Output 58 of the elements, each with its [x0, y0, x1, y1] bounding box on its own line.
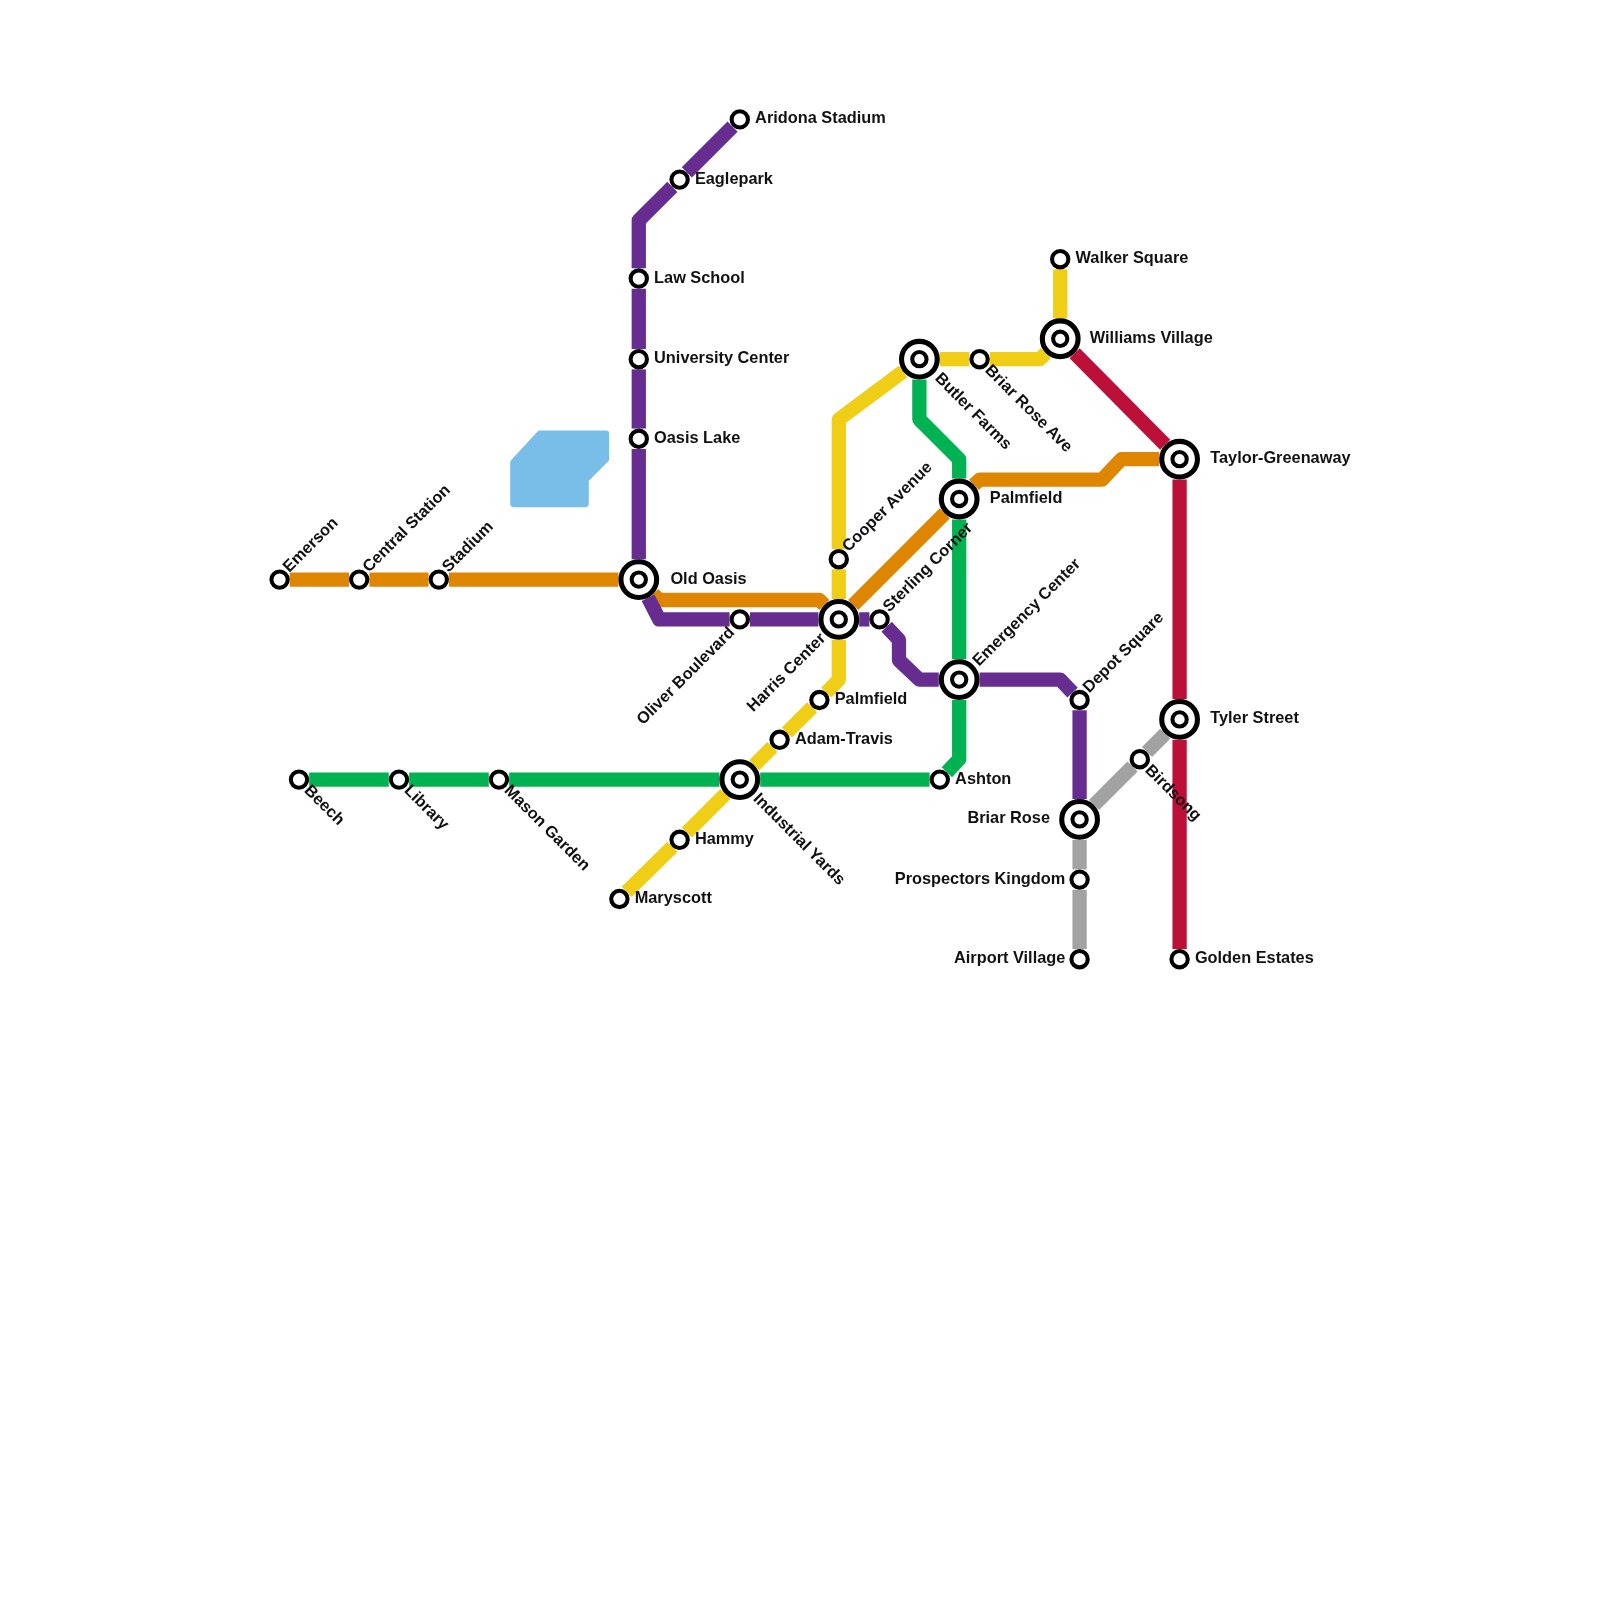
transit-line-segment [641, 594, 730, 627]
transit-line-segment [681, 121, 738, 178]
transit-line-segment [681, 788, 731, 838]
transit-line-segment [631, 181, 678, 269]
transit-line-segment [1172, 479, 1187, 699]
station-name: Briar Rose [967, 808, 1050, 829]
transit-line-segment [1072, 710, 1087, 799]
transit-line-segment [1088, 761, 1138, 811]
station-name: Law School [654, 267, 745, 288]
station-name: Golden Estates [1194, 948, 1314, 969]
transit-line-segment [509, 772, 720, 787]
transit-line-segment [848, 508, 950, 611]
transit-line-segment [631, 369, 646, 429]
station-name: Airport Village [954, 948, 1066, 969]
transit-line-segment [979, 672, 1078, 698]
station-name: Oasis Lake [654, 427, 741, 448]
transit-line-segment [750, 612, 819, 627]
station-name: University Center [654, 348, 790, 369]
station-name: Prospectors Kingdom [894, 868, 1066, 889]
station-name: Hammy [694, 829, 754, 847]
transit-line-segment [1072, 839, 1087, 870]
transit-line-segment [449, 572, 619, 587]
transit-line-segment [1172, 739, 1187, 949]
station-name: Palmfield [834, 688, 908, 710]
station-name: Tyler Street [1210, 708, 1299, 729]
transit-line-segment [1072, 889, 1087, 949]
transit-line-segment [409, 772, 489, 787]
transit-line-segment [831, 569, 846, 599]
transit-line-segment [859, 612, 870, 627]
transit-line-segment [369, 572, 429, 587]
transit-line-segment [289, 572, 349, 587]
transit-line-segment [1142, 728, 1171, 757]
station-name: Walker Square [1075, 248, 1189, 269]
transit-line-segment [831, 365, 908, 549]
transit-line-segment [760, 772, 930, 787]
transit-line-segment [941, 700, 967, 778]
station-name: Old Oasis [670, 568, 747, 589]
transit-line-segment [1069, 348, 1171, 450]
transit-line-segment [881, 621, 939, 687]
transit-line-segment [1053, 269, 1068, 319]
transit-line-segment [912, 379, 967, 479]
transit-line-segment [939, 352, 970, 367]
transit-line-segment [821, 639, 846, 698]
station-name: Adam-Travis [794, 728, 893, 749]
transit-line-segment [309, 772, 389, 787]
station-name: Palmfield [989, 487, 1063, 509]
station-name: Eaglepark [694, 168, 773, 189]
transit-line-segment [631, 449, 646, 560]
station-name: Taylor-Greenaway [1210, 448, 1351, 469]
transit-line-segment [989, 348, 1051, 367]
transit-line-segment [631, 288, 646, 349]
transit-line-segment [749, 742, 778, 771]
station-name: Williams Village [1089, 327, 1213, 348]
transit-line-segment [781, 702, 818, 738]
transit-line-segment [969, 452, 1160, 491]
station-name: Aridona Stadium [755, 108, 886, 129]
station-name: Ashton [955, 768, 1012, 789]
station-name: Maryscott [634, 887, 712, 909]
